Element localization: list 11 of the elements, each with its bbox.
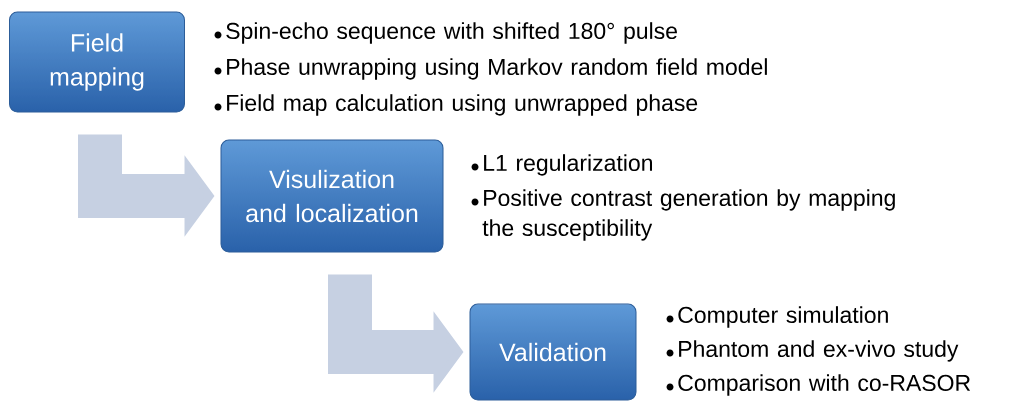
bullet-text: Spin-echo sequence with shifted 180° pulse (226, 22, 677, 44)
process-box: Validation (469, 303, 637, 401)
bullet-text: Comparison with co-RASOR (678, 374, 971, 396)
bullet-text: Phantom and ex-vivo study (679, 340, 959, 362)
process-box: Field mapping (9, 11, 185, 113)
bullet-text: Phase unwrapping using Markov random field model (227, 58, 767, 80)
bullet-text: L1 regularization (484, 154, 652, 176)
bullet-text: Positive contrast generation by mapping the susceptibility (482, 189, 895, 241)
process-box: Visulization and localization (220, 139, 444, 253)
bullet-text: Field map calculation using unwrapped phase (227, 94, 698, 116)
bullet-text: Computer simulation (678, 306, 888, 328)
